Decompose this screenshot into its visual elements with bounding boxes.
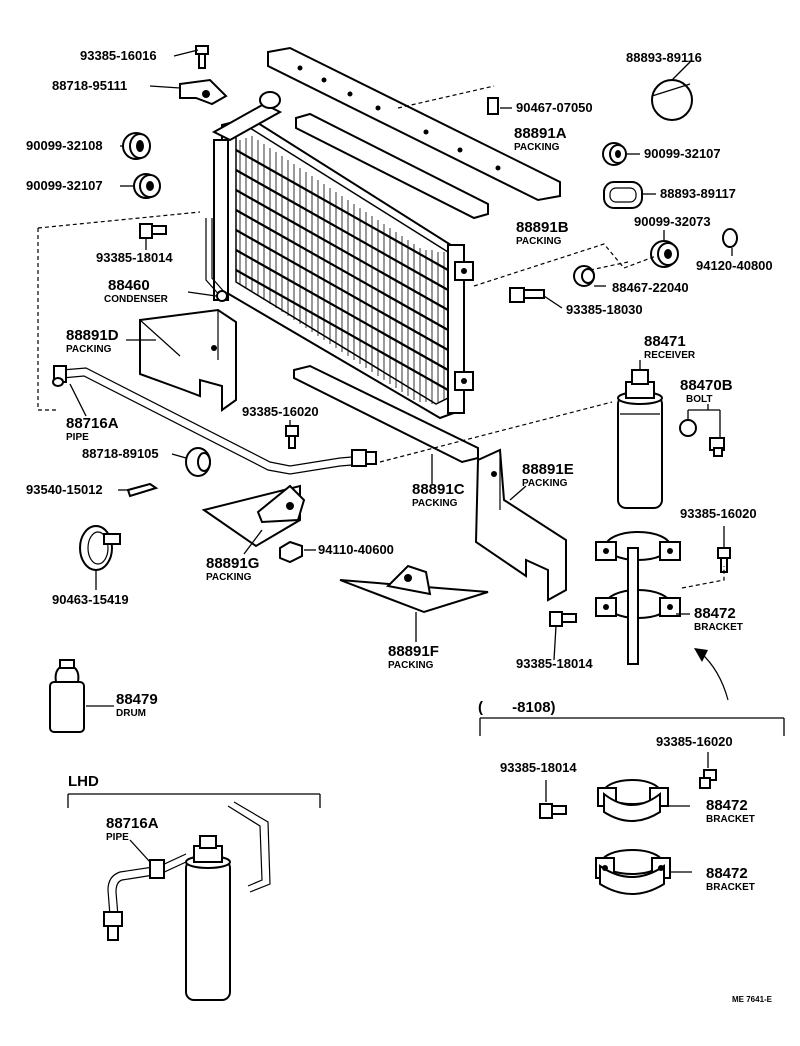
label-bracket-main: BRACKET (694, 622, 743, 633)
label-88891b[interactable]: 88891B (516, 219, 569, 236)
label-88718-95111[interactable]: 88718-95111 (52, 78, 127, 93)
label-93385-16020-right[interactable]: 93385-16020 (680, 506, 757, 521)
label-93385-16020-middle[interactable]: 93385-16020 (242, 404, 319, 419)
label-packing-e: PACKING (522, 478, 568, 489)
diagram-code: ME 7641-E (732, 995, 773, 1004)
part-labels: 93385-16016 88718-95111 90099-32108 9009… (26, 48, 773, 1004)
label-93385-16016[interactable]: 93385-16016 (80, 48, 157, 63)
label-pipe: PIPE (66, 432, 89, 443)
label-receiver: RECEIVER (644, 350, 696, 361)
bracket-88472-lower-drawing (539, 769, 717, 895)
label-lhd: LHD (68, 773, 99, 790)
label-range: ( -8108) (478, 699, 556, 716)
receiver-88471-drawing (617, 369, 663, 509)
label-88891f[interactable]: 88891F (388, 643, 439, 660)
packing-88891e-drawing (474, 448, 567, 602)
label-pipe-lhd: PIPE (106, 832, 129, 843)
label-packing-g: PACKING (206, 572, 252, 583)
label-93385-18014-mid[interactable]: 93385-18014 (516, 656, 593, 671)
label-packing-b: PACKING (516, 236, 562, 247)
label-bracket-lower-1: BRACKET (706, 814, 755, 825)
condenser-drawing (205, 91, 474, 420)
bracket-88472-main-drawing (549, 531, 731, 665)
label-88716a-lhd[interactable]: 88716A (106, 815, 159, 832)
label-88718-89105[interactable]: 88718-89105 (82, 446, 159, 461)
label-90463-15419[interactable]: 90463-15419 (52, 592, 129, 607)
label-93385-16020-lower[interactable]: 93385-16020 (656, 734, 733, 749)
fastener-drawings (79, 45, 738, 571)
label-90099-32073[interactable]: 90099-32073 (634, 214, 711, 229)
label-88470b[interactable]: 88470B (680, 377, 733, 394)
label-93540-15012[interactable]: 93540-15012 (26, 482, 103, 497)
label-bolt: BOLT (686, 394, 712, 405)
label-88472-lower-2[interactable]: 88472 (706, 865, 748, 882)
label-88893-89117[interactable]: 88893-89117 (660, 186, 736, 201)
label-88891c[interactable]: 88891C (412, 481, 465, 498)
leader-lines (37, 49, 733, 873)
label-93385-18014-top[interactable]: 93385-18014 (96, 250, 173, 265)
range-bracket (479, 717, 785, 736)
packing-88891f-drawing (339, 564, 489, 614)
label-condenser: CONDENSER (104, 294, 169, 305)
label-93385-18030[interactable]: 93385-18030 (566, 302, 643, 317)
label-90099-32108[interactable]: 90099-32108 (26, 138, 103, 153)
packing-88891c-drawing (293, 364, 479, 464)
label-94120-40800[interactable]: 94120-40800 (696, 258, 773, 273)
label-88891g[interactable]: 88891G (206, 555, 259, 572)
label-88891a[interactable]: 88891A (514, 125, 567, 142)
label-packing-a: PACKING (514, 142, 560, 153)
label-drum: DRUM (116, 708, 146, 719)
packing-88891g-drawing (201, 484, 306, 548)
packing-88891b-drawing (295, 112, 489, 220)
label-88460[interactable]: 88460 (108, 277, 150, 294)
label-88716a[interactable]: 88716A (66, 415, 119, 432)
label-90099-32107-left[interactable]: 90099-32107 (26, 178, 103, 193)
label-93385-18014-lower[interactable]: 93385-18014 (500, 760, 577, 775)
label-88893-89116[interactable]: 88893-89116 (626, 50, 702, 65)
label-88467-22040[interactable]: 88467-22040 (612, 280, 689, 295)
label-88472-lower-1[interactable]: 88472 (706, 797, 748, 814)
packing-88891a-drawing (267, 46, 561, 202)
label-bracket-lower-2: BRACKET (706, 882, 755, 893)
label-94110-40600[interactable]: 94110-40600 (318, 542, 394, 557)
label-90467-07050[interactable]: 90467-07050 (516, 100, 593, 115)
packing-88891d-drawing (139, 308, 237, 412)
label-packing-f: PACKING (388, 660, 434, 671)
pipe-88716a-drawing (52, 365, 377, 475)
label-88471[interactable]: 88471 (644, 333, 686, 350)
label-88472-main[interactable]: 88472 (694, 605, 736, 622)
label-packing-d: PACKING (66, 344, 112, 355)
label-88479[interactable]: 88479 (116, 691, 158, 708)
label-90099-32107-right[interactable]: 90099-32107 (644, 146, 721, 161)
label-88891d[interactable]: 88891D (66, 327, 119, 344)
lhd-bracket (67, 793, 321, 808)
lhd-pipe-receiver-drawing (103, 801, 271, 1001)
label-88891e[interactable]: 88891E (522, 461, 574, 478)
drum-88479-drawing (49, 659, 85, 733)
label-packing-c: PACKING (412, 498, 458, 509)
